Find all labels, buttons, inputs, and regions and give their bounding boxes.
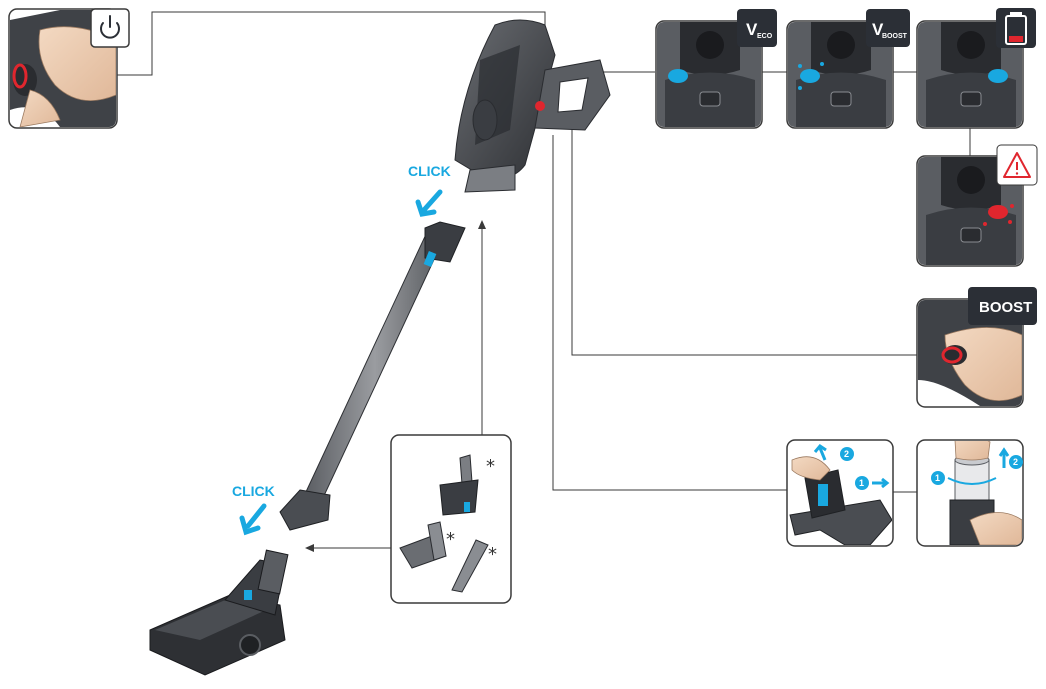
battery-panel xyxy=(916,8,1036,129)
click-arrow-bottom-icon xyxy=(239,503,267,536)
crevice-tool: * xyxy=(451,539,497,593)
step-one-rotate-icon: 1 xyxy=(931,471,945,485)
click-indicator-top: CLICK xyxy=(408,163,451,217)
step-two-lift-label: 2 xyxy=(1013,457,1018,467)
eco-badge xyxy=(737,9,777,47)
arrow-up-icon xyxy=(478,220,486,229)
asterisk-crevice: * xyxy=(488,544,497,565)
arrow-left-icon xyxy=(305,544,314,552)
connector-lines xyxy=(117,11,971,549)
step-two-label: 2 xyxy=(844,449,849,459)
boost-mode-panel: V BOOST xyxy=(786,9,910,129)
click-label-bottom: CLICK xyxy=(232,483,275,499)
warning-panel xyxy=(916,144,1038,267)
eco-badge-sub: ECO xyxy=(757,33,773,40)
eco-badge-v: V xyxy=(746,20,758,39)
dust-container-removal-panel: 2 1 xyxy=(786,439,894,547)
boost-badge-sub: BOOST xyxy=(882,33,908,40)
boost-badge-v: V xyxy=(872,20,884,39)
step-one-rotate-label: 1 xyxy=(935,473,940,483)
asterisk-mini-brush: * xyxy=(486,456,495,477)
click-arrow-top-icon xyxy=(415,189,443,217)
asterisk-upholstery: * xyxy=(446,529,455,550)
step-two-lift-icon: 2 xyxy=(998,447,1023,469)
step-one-label: 1 xyxy=(859,478,864,488)
vacuum-floor-head xyxy=(149,549,289,676)
step-two-arrow-icon: 2 xyxy=(813,444,854,461)
step-one-arrow-icon: 1 xyxy=(855,476,890,490)
accessories-panel: * * * xyxy=(390,434,512,604)
battery-low-icon xyxy=(1005,12,1027,45)
upholstery-tool: * xyxy=(399,521,455,569)
connector-filter xyxy=(552,135,787,491)
filter-removal-panel: 1 2 xyxy=(916,439,1024,547)
power-panel xyxy=(8,8,130,129)
boost-trigger-panel: BOOST xyxy=(916,287,1037,408)
mini-turbo-brush: * xyxy=(439,454,495,516)
vacuum-tube xyxy=(279,221,466,531)
eco-mode-panel: V ECO xyxy=(655,9,777,129)
click-indicator-bottom: CLICK xyxy=(232,483,275,536)
boost-button-label: BOOST xyxy=(979,299,1032,316)
connector-power xyxy=(117,11,546,76)
power-icon xyxy=(100,15,120,39)
click-label-top: CLICK xyxy=(408,163,451,179)
warning-icon xyxy=(1003,152,1031,178)
boost-badge xyxy=(866,9,910,47)
vacuum-handheld-body xyxy=(454,19,611,193)
connector-boost-trigger xyxy=(571,128,917,356)
boost-button-badge xyxy=(968,287,1037,325)
